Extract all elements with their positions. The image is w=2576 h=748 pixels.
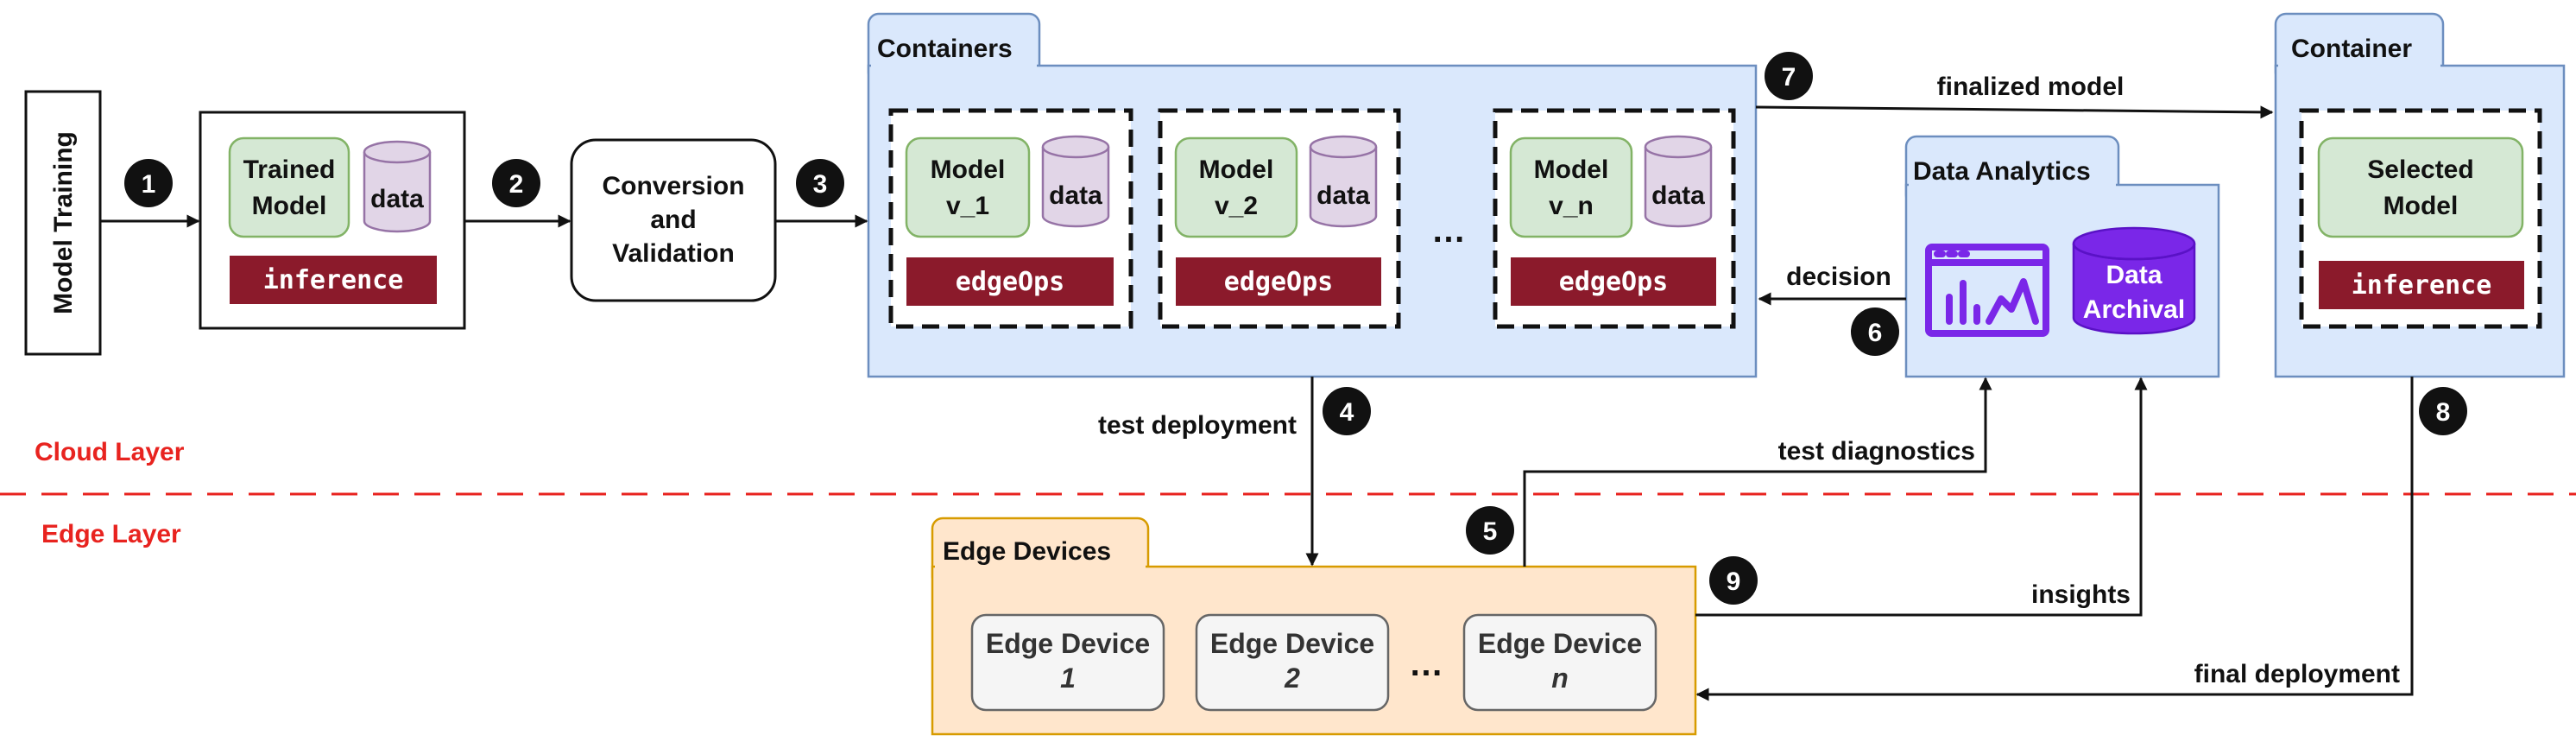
container-data-1: data [1049,181,1102,210]
container-title: Container [2291,35,2412,63]
step-badge-8: 8 [2419,387,2467,435]
arrow-test-diagnostics [1523,377,1992,567]
edge-device-1-index: 1 [1060,662,1076,694]
container-item-n: Model v_n data edgeOps [1493,108,1736,329]
trained-model-line2: Model [252,192,327,220]
selected-model-line1: Selected [2367,155,2473,184]
edge-device-1: Edge Device 1 [970,613,1165,712]
container-data-2: data [1316,181,1370,210]
container-ops-2: edgeOps [1224,267,1333,297]
arrow-finalized-model [1755,105,2274,119]
edge-device-n-index: n [1551,662,1569,694]
conversion-line1: Conversion [602,172,744,200]
data-archival-cylinder [2072,226,2196,335]
edge-device-2-index: 2 [1284,662,1300,694]
svg-text:7: 7 [1782,63,1796,92]
step-badge-4: 4 [1323,387,1371,435]
model-training-label: Model Training [49,131,78,314]
step-badge-5: 5 [1466,506,1514,555]
arrow-final-deployment [1695,377,2414,701]
edge-device-2-name: Edge Device [1210,628,1374,659]
selected-inference-label: inference [2352,270,2492,301]
conversion-line3: Validation [612,239,735,268]
data-analytics-title: Data Analytics [1913,157,2091,186]
trained-inference-label: inference [263,265,404,295]
container-model-1-line1: Model [931,155,1006,184]
step-badge-2: 2 [492,159,540,207]
data-archival-line2: Archival [2083,295,2185,324]
label-decision: decision [1786,263,1891,291]
edge-devices-ellipsis: … [1409,645,1443,683]
edge-device-1-name: Edge Device [986,628,1150,659]
svg-text:5: 5 [1483,517,1498,546]
analytics-dashboard-icon [1925,244,2049,337]
container-model-n-line1: Model [1534,155,1609,184]
edge-layer-label: Edge Layer [41,520,181,548]
trained-inference [230,256,437,304]
step-badge-9: 9 [1709,556,1758,605]
label-insights: insights [2031,580,2131,609]
svg-text:8: 8 [2436,398,2451,427]
step-badge-7: 7 [1765,52,1813,100]
selected-model-line2: Model [2383,192,2459,220]
step-badge-1: 1 [124,159,173,207]
model-training-box [24,90,102,356]
selected-model [2317,136,2524,238]
edge-device-n-name: Edge Device [1478,628,1642,659]
selected-inference [2319,261,2524,309]
container-model-1-line2: v_1 [946,192,989,220]
trained-data-label: data [370,185,424,213]
svg-text:6: 6 [1868,319,1883,347]
conversion-line2: and [650,206,696,234]
label-test-deployment: test deployment [1098,411,1297,440]
svg-text:3: 3 [813,170,828,199]
container-model-2-line1: Model [1199,155,1274,184]
container-model-n-line2: v_n [1549,192,1594,220]
label-finalized-model: finalized model [1937,73,2125,101]
svg-text:2: 2 [509,170,524,199]
trained-model-line1: Trained [243,155,336,184]
containers-ellipsis: … [1431,212,1466,250]
step-badge-3: 3 [796,159,844,207]
container-ops-n: edgeOps [1559,267,1668,297]
container-data-n: data [1651,181,1705,210]
svg-text:1: 1 [142,170,156,199]
data-archival-line1: Data [2106,261,2162,289]
cloud-layer-label: Cloud Layer [35,438,185,466]
edge-device-n: Edge Device n [1462,613,1657,712]
container-ops-1: edgeOps [956,267,1064,297]
svg-text:4: 4 [1340,398,1354,427]
arrow-insights [1695,377,2148,617]
container-model-2-line2: v_2 [1215,192,1258,220]
label-final-deployment: final deployment [2194,660,2400,688]
edge-devices-title: Edge Devices [943,537,1111,566]
trained-model [228,136,350,238]
containers-title: Containers [877,35,1013,63]
edge-device-2: Edge Device 2 [1195,613,1390,712]
container-item-1: Model v_1 data edgeOps [888,108,1133,329]
label-test-diagnostics: test diagnostics [1778,437,1975,466]
container-item-2: Model v_2 data edgeOps [1158,108,1401,329]
step-badge-6: 6 [1851,307,1899,356]
svg-text:9: 9 [1727,567,1741,596]
